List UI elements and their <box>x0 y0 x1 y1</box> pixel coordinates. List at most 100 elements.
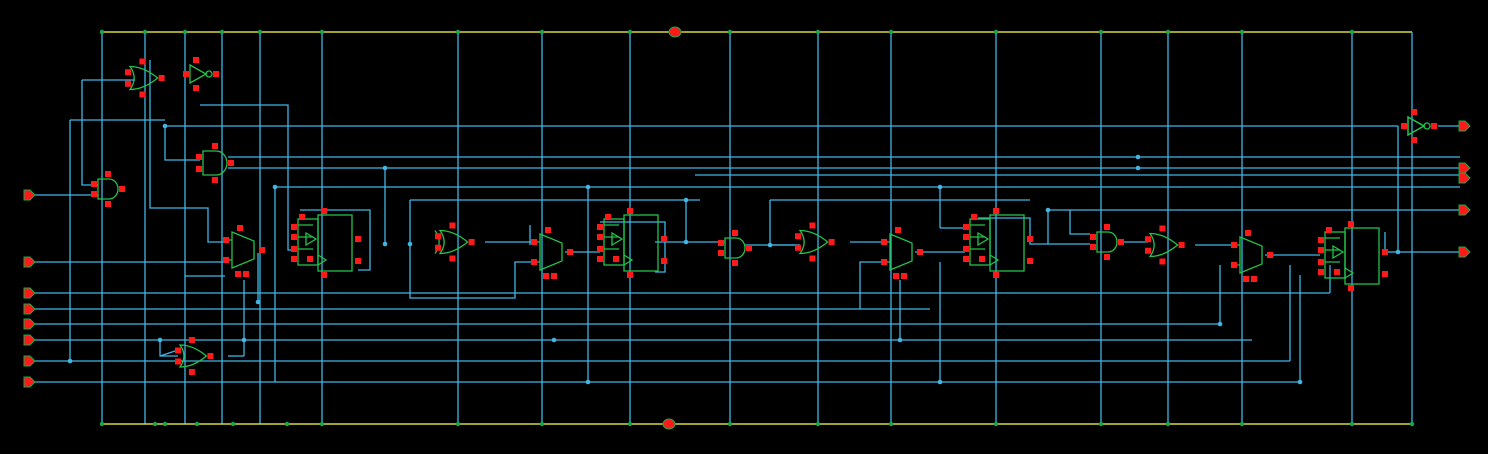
rail-tap <box>1239 421 1245 427</box>
pin <box>196 166 202 172</box>
wire-junction <box>1135 165 1141 171</box>
pin <box>188 337 195 343</box>
pin <box>435 233 441 240</box>
input-port-4 <box>23 303 36 315</box>
pin <box>355 236 361 242</box>
pin <box>917 249 923 255</box>
pin <box>1334 269 1340 275</box>
pin <box>1159 258 1166 265</box>
wire-junction <box>67 358 73 364</box>
pin <box>291 234 297 240</box>
pin <box>196 154 202 160</box>
pin <box>1245 230 1251 236</box>
input-port-6 <box>23 334 36 346</box>
rail-tap <box>230 421 236 427</box>
wire-junction <box>1045 207 1051 213</box>
wire-junction <box>382 165 388 171</box>
pin <box>963 246 969 252</box>
pin <box>1145 247 1151 254</box>
dff-1-mini-mux <box>305 231 318 247</box>
pin <box>809 255 816 262</box>
pin <box>1251 276 1257 282</box>
rail-tap <box>319 29 325 35</box>
rail-tap <box>539 421 545 427</box>
wire <box>685 200 725 243</box>
pin <box>237 225 243 231</box>
wire-junction <box>382 241 388 247</box>
rail-tap <box>455 421 461 427</box>
output-port-1 <box>1458 120 1471 132</box>
pin <box>543 273 549 279</box>
pin <box>963 256 969 262</box>
wire-junction <box>157 337 163 343</box>
pin <box>732 260 738 266</box>
rail-tap <box>152 421 158 427</box>
pin <box>1027 258 1033 264</box>
pin <box>1382 249 1388 255</box>
dff-2-latch <box>603 218 625 266</box>
pin <box>291 246 297 252</box>
pin <box>207 353 214 359</box>
dff-3-latch <box>969 218 991 266</box>
wire <box>300 209 371 271</box>
pin <box>1104 254 1110 260</box>
gnd-terminal <box>662 418 676 430</box>
rail-tap <box>99 29 105 35</box>
dff-1-latch <box>297 218 319 266</box>
rail-tap <box>888 29 894 35</box>
pin <box>1178 242 1185 248</box>
rail-tap <box>815 421 821 427</box>
rail-tap <box>284 421 290 427</box>
pin <box>1090 234 1096 240</box>
wire <box>149 60 225 243</box>
or-gate-bottom <box>178 344 208 368</box>
mux-1 <box>231 231 255 269</box>
rail-tap <box>219 29 225 35</box>
wire-junction <box>272 184 278 190</box>
pin <box>291 224 297 230</box>
pin <box>321 272 327 278</box>
dff-4-clock <box>1344 267 1355 279</box>
pin <box>1326 227 1332 233</box>
input-port-3 <box>23 287 36 299</box>
pin <box>627 272 633 278</box>
or-gate-top <box>128 65 159 91</box>
pin <box>597 246 603 252</box>
rail-tap <box>257 29 263 35</box>
and-gate-right <box>1096 231 1118 253</box>
wire <box>859 261 884 309</box>
pin <box>613 256 619 262</box>
rail-tap <box>1349 29 1355 35</box>
pin <box>1104 224 1110 230</box>
rail-tap <box>1239 29 1245 35</box>
rail-tap <box>1409 421 1415 427</box>
wire-junction <box>585 379 591 385</box>
rail-tap <box>1349 421 1355 427</box>
input-port-8 <box>23 376 36 388</box>
rail-tap <box>727 29 733 35</box>
dff-2-mini-mux <box>611 231 624 247</box>
wire <box>81 80 98 186</box>
pin <box>661 236 667 242</box>
mux-3 <box>889 233 913 271</box>
pin <box>1231 262 1237 268</box>
or-gate-right <box>1148 232 1179 258</box>
pin <box>321 208 327 214</box>
pin <box>531 259 537 265</box>
rail-tap <box>627 421 633 427</box>
output-port-5 <box>1458 246 1471 258</box>
pin <box>893 273 899 279</box>
pin <box>993 208 999 214</box>
rail-tap <box>627 29 633 35</box>
pin <box>746 245 752 251</box>
pin <box>901 273 907 279</box>
pin <box>881 259 887 265</box>
wire-junction <box>937 184 943 190</box>
rail-tap <box>1098 29 1104 35</box>
pin <box>1231 242 1237 248</box>
pin <box>963 234 969 240</box>
pin <box>732 230 738 236</box>
pin <box>435 244 441 251</box>
xor-gate-1 <box>438 229 469 255</box>
